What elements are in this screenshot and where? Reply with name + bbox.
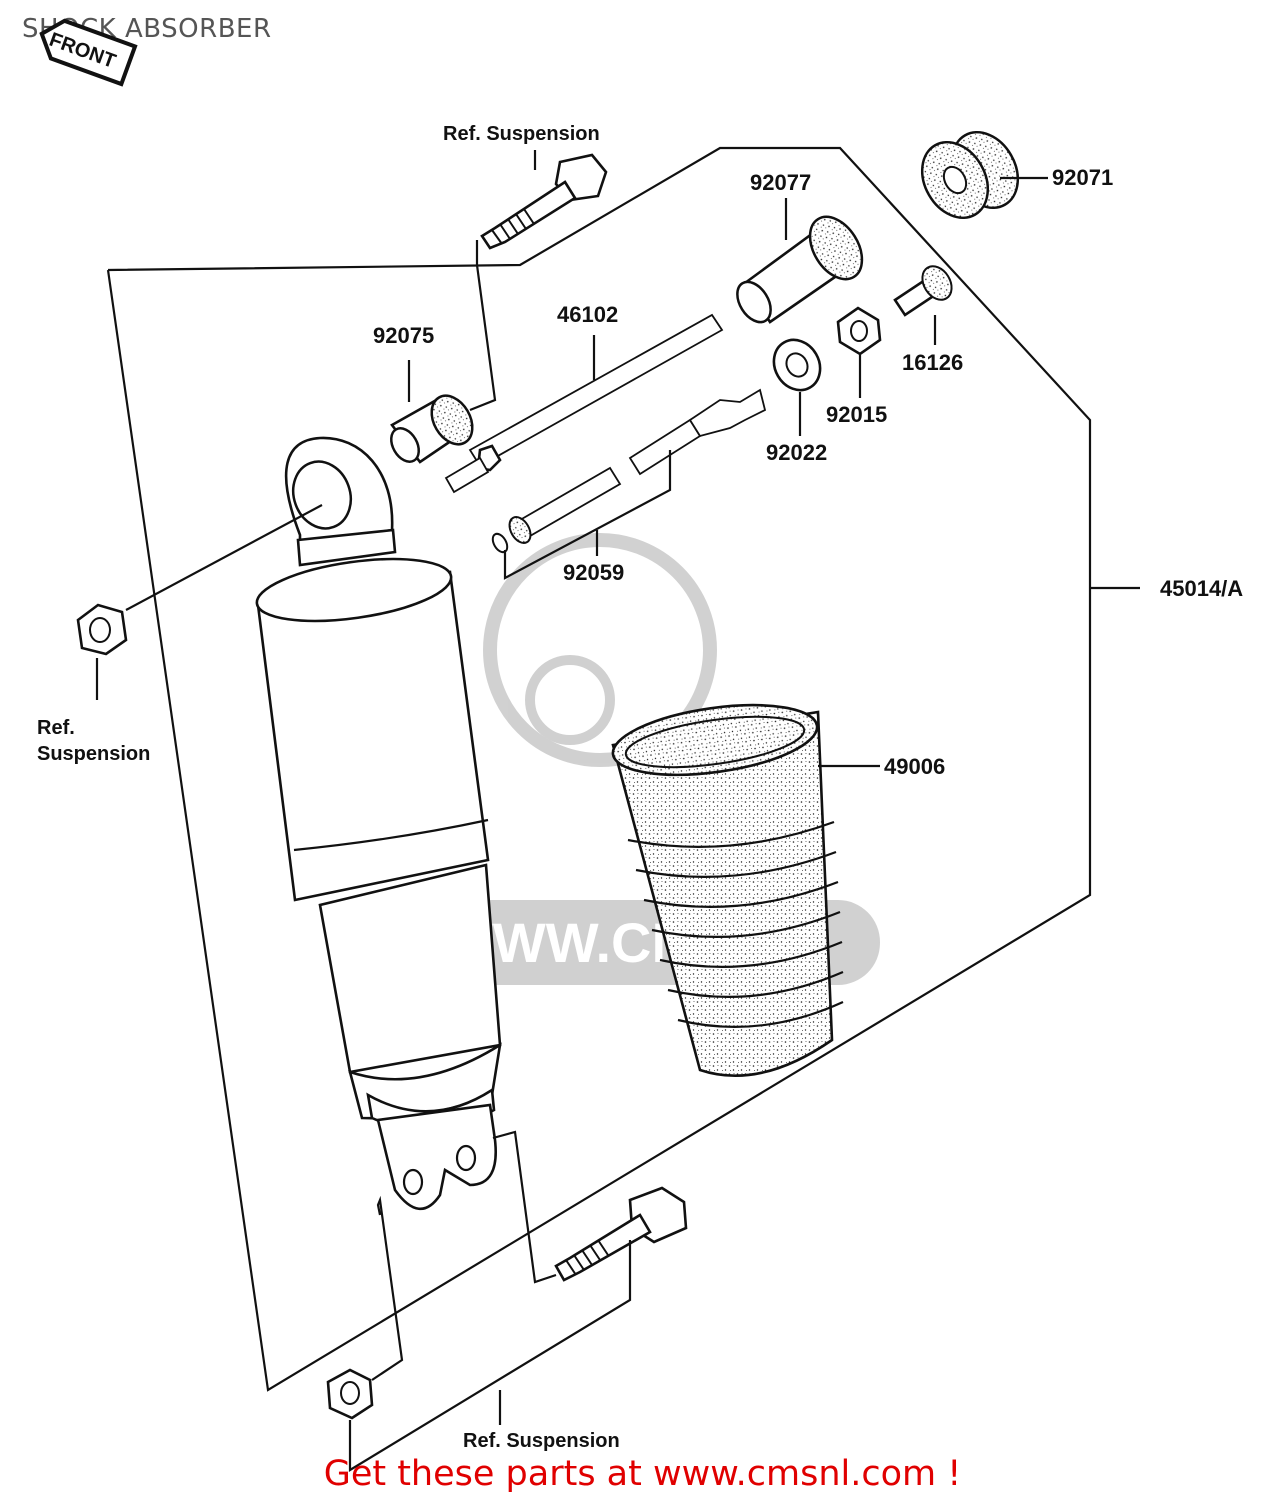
bottom-nut: [326, 1368, 374, 1420]
bolt-92059: [491, 388, 767, 554]
part-label-49006: 49006: [884, 754, 945, 779]
assembly-frame: [106, 146, 1092, 1392]
part-label-16126: 16126: [902, 350, 963, 375]
shock-absorber: [255, 436, 502, 1211]
leader-bottom-nut: [371, 1195, 404, 1381]
valve-16126: [893, 265, 953, 317]
ref-suspension-left-line2: Suspension: [37, 743, 150, 765]
leader-top-bolt: [469, 240, 497, 412]
washer-92022: [772, 338, 822, 392]
bush-92071: [920, 131, 1020, 219]
part-label-92015: 92015: [826, 402, 887, 427]
leader-92059-bracket: [503, 450, 672, 580]
ref-suspension-top: Ref. Suspension: [443, 123, 600, 145]
ref-suspension-bottom: Ref. Suspension: [463, 1430, 620, 1452]
bottom-bolt: [554, 1186, 688, 1282]
ref-suspension-left-line1: Ref.: [37, 717, 75, 739]
collar-92077: [736, 215, 864, 324]
front-arrow-badge: FRONT: [39, 18, 138, 87]
leader-bottom-bracket: [348, 1240, 632, 1472]
part-label-92077: 92077: [750, 170, 811, 195]
part-label-46102: 46102: [557, 302, 618, 327]
leader-bottom-bolt: [492, 1130, 557, 1284]
part-label-92071: 92071: [1052, 165, 1113, 190]
rod-46102: [444, 313, 724, 494]
nut-92015: [836, 306, 882, 356]
boot-49006: [611, 703, 844, 1077]
left-nut: [76, 603, 128, 656]
bush-92075: [390, 394, 474, 464]
part-label-92022: 92022: [766, 440, 827, 465]
part-label-45014: 45014/A: [1160, 576, 1243, 601]
top-bolt: [480, 150, 608, 250]
footer-cta[interactable]: Get these parts at www.cmsnl.com !: [323, 1454, 962, 1494]
part-label-92075: 92075: [373, 323, 434, 348]
leader-left-nut-axis: [125, 504, 323, 611]
part-label-92059: 92059: [563, 560, 624, 585]
